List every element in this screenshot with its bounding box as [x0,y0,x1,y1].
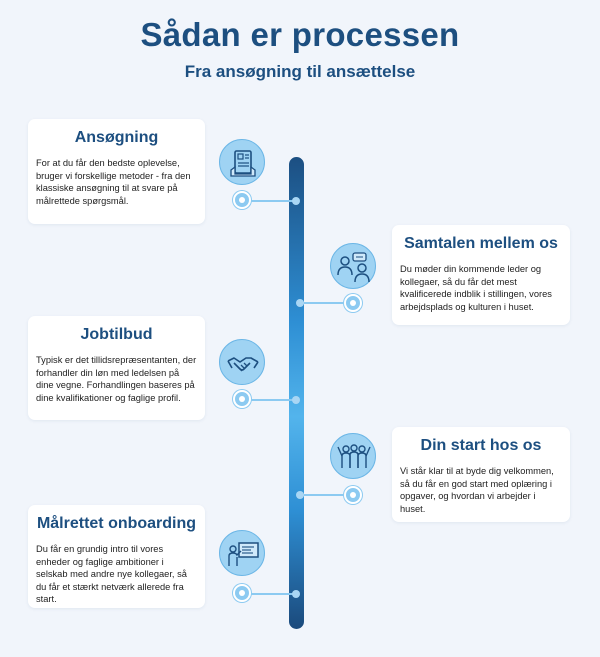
step-card-application: Ansøgning For at du får den bedste oplev… [28,119,205,224]
timeline-node [233,390,251,408]
timeline-bar [289,157,304,629]
timeline-node [344,294,362,312]
step-title: Samtalen mellem os [404,235,558,252]
page-subtitle: Fra ansøgning til ansættelse [184,62,416,81]
team-icon [330,433,376,479]
timeline-dot [292,396,300,404]
connector-line [251,593,293,595]
step-title: Ansøgning [74,129,159,146]
connector-line [251,200,293,202]
step-title: Målrettet onboarding [36,515,197,532]
step-card-start: Din start hos os Vi står klar til at byd… [392,427,570,522]
timeline-dot [292,590,300,598]
step-title: Jobtilbud [80,326,153,343]
application-form-icon [219,139,265,185]
step-title: Din start hos os [420,437,542,454]
page-title: Sådan er processen [140,16,460,53]
timeline-dot [296,299,304,307]
timeline-node [233,191,251,209]
step-text: For at du får den bedste oplevelse, brug… [36,158,191,206]
step-card-offer: Jobtilbud Typisk er det tillidsrepræsent… [28,316,205,420]
conversation-icon [330,243,376,289]
timeline-node [344,486,362,504]
step-text: Vi står klar til at byde dig velkommen, … [400,466,554,514]
step-text: Du møder din kommende leder og kollegaer… [400,264,552,312]
timeline-dot [296,491,304,499]
handshake-icon [219,339,265,385]
timeline-dot [292,197,300,205]
timeline-node [233,584,251,602]
connector-line [300,302,344,304]
connector-line [300,494,344,496]
presentation-icon [219,530,265,576]
step-card-interview: Samtalen mellem os Du møder din kommende… [392,225,570,325]
step-card-onboarding: Målrettet onboarding Du får en grundig i… [28,505,205,608]
step-text: Du får en grundig intro til vores enhede… [36,544,187,605]
connector-line [251,399,293,401]
step-text: Typisk er det tillidsrepræsentanten, der… [36,355,197,403]
